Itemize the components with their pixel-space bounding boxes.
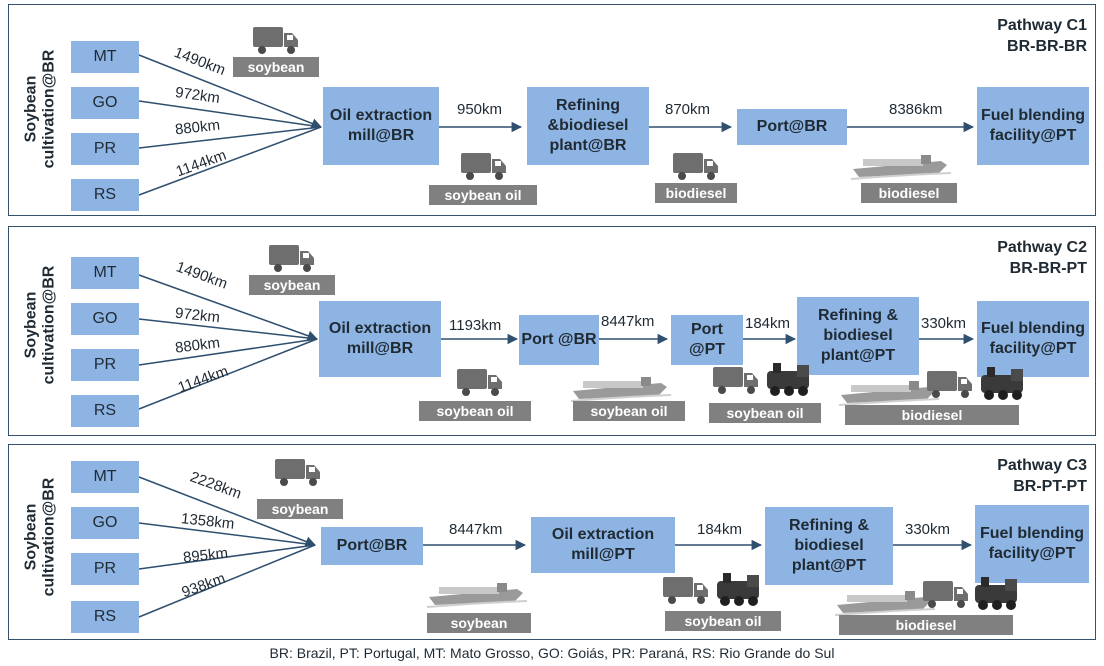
state-box-pr: PR	[71, 133, 139, 165]
side-label-line2: cultivation@BR	[40, 477, 57, 597]
pathway-route: BR-PT-PT	[1013, 478, 1087, 495]
node-port-br: Port@BR	[321, 527, 423, 565]
pathway-title: Pathway C1 BR-BR-BR	[997, 15, 1087, 57]
state-box-pr: PR	[71, 553, 139, 585]
state-box-rs: RS	[71, 601, 139, 633]
side-label-line2: cultivation@BR	[40, 265, 57, 385]
tag-biodiesel: biodiesel	[861, 183, 957, 203]
ship-icon	[427, 582, 527, 608]
train-icon	[975, 577, 1017, 610]
abbreviations-footnote: BR: Brazil, PT: Portugal, MT: Mato Gross…	[269, 645, 835, 661]
truck-icon	[673, 153, 718, 180]
node-port-br: Port@BR	[737, 109, 847, 145]
truck-icon	[663, 577, 708, 604]
state-box-rs: RS	[71, 395, 139, 427]
side-label-line1: Soybean	[22, 291, 39, 359]
ship-icon	[851, 154, 951, 180]
side-label-line1: Soybean	[22, 503, 39, 571]
node-fuel-blending: Fuel blending facility@PT	[977, 301, 1089, 377]
truck-icon	[457, 369, 502, 396]
pathway-name: Pathway C1	[997, 17, 1087, 34]
distance-label: 184km	[697, 521, 743, 538]
distance-label: 330km	[921, 315, 967, 332]
pathway-name: Pathway C2	[997, 239, 1087, 256]
tag-soybean-oil: soybean oil	[665, 611, 781, 631]
pathway-title: Pathway C2 BR-BR-PT	[997, 237, 1087, 279]
distance-label: 184km	[745, 315, 791, 332]
side-label-line1: Soybean	[22, 75, 39, 143]
truck-icon	[461, 153, 506, 180]
side-label: Soybean cultivation@BR	[15, 235, 65, 415]
truck-icon	[269, 245, 314, 272]
distance-label: 950km	[457, 101, 503, 118]
truck-icon	[275, 459, 320, 486]
state-box-go: GO	[71, 303, 139, 335]
tag-soybean-oil: soybean oil	[429, 185, 537, 205]
pathway-name: Pathway C3	[997, 457, 1087, 474]
pathway-c1-arrows	[138, 54, 975, 196]
tag-soybean: soybean	[233, 57, 319, 77]
side-label: Soybean cultivation@BR	[15, 447, 65, 627]
train-icon	[717, 573, 759, 606]
truck-icon	[923, 581, 968, 608]
distance-label: 870km	[665, 101, 711, 118]
state-box-rs: RS	[71, 179, 139, 211]
pathway-c2-panel: Soybean cultivation@BR MT GO PR RS 1490k…	[8, 226, 1096, 436]
node-fuel-blending: Fuel blending facility@PT	[975, 505, 1089, 583]
node-fuel-blending: Fuel blending facility@PT	[977, 87, 1089, 165]
tag-biodiesel: biodiesel	[655, 183, 737, 203]
node-oil-extraction-mill: Oil extraction mill@PT	[531, 517, 675, 573]
side-label: Soybean cultivation@BR	[15, 19, 65, 199]
train-icon	[767, 363, 809, 396]
state-box-go: GO	[71, 507, 139, 539]
state-box-go: GO	[71, 87, 139, 119]
node-refining-plant: Refining & biodiesel plant@PT	[797, 297, 919, 375]
truck-icon	[253, 27, 298, 54]
pathway-title: Pathway C3 BR-PT-PT	[997, 455, 1087, 497]
tag-soybean: soybean	[257, 499, 343, 519]
tag-biodiesel: biodiesel	[845, 405, 1019, 425]
node-port-br: Port @BR	[519, 315, 599, 365]
tag-biodiesel: biodiesel	[839, 615, 1013, 635]
node-oil-extraction-mill: Oil extraction mill@BR	[323, 87, 439, 165]
node-refining-plant: Refining & biodiesel plant@PT	[765, 507, 893, 585]
side-label-line2: cultivation@BR	[40, 49, 57, 169]
node-oil-extraction-mill: Oil extraction mill@BR	[319, 301, 441, 377]
state-box-pr: PR	[71, 349, 139, 381]
train-icon	[981, 367, 1023, 400]
tag-soybean: soybean	[249, 275, 335, 295]
pathway-c2-arrows	[138, 274, 975, 410]
ship-icon	[571, 376, 671, 402]
tag-soybean-oil: soybean oil	[419, 401, 531, 421]
tag-soybean-oil: soybean oil	[573, 401, 685, 421]
distance-label: 330km	[905, 521, 951, 538]
node-refining-plant: Refining &biodiesel plant@BR	[527, 87, 649, 165]
state-box-mt: MT	[71, 41, 139, 73]
distance-label: 8447km	[449, 521, 503, 538]
ship-icon	[839, 380, 939, 406]
pathway-route: BR-BR-BR	[1007, 38, 1087, 55]
tag-soybean: soybean	[427, 613, 531, 633]
distance-label: 8447km	[601, 313, 655, 330]
ship-icon	[835, 590, 935, 616]
node-port-pt: Port @PT	[671, 315, 743, 365]
pathway-c3-panel: Soybean cultivation@BR MT GO PR RS 2228k…	[8, 444, 1096, 640]
state-box-mt: MT	[71, 461, 139, 493]
tag-soybean-oil: soybean oil	[709, 403, 821, 423]
distance-label: 8386km	[889, 101, 943, 118]
truck-icon	[927, 371, 972, 398]
pathway-c3-arrows	[138, 476, 973, 618]
distance-label: 1193km	[449, 317, 502, 334]
truck-icon	[713, 367, 758, 394]
pathway-route: BR-BR-PT	[1009, 260, 1087, 277]
state-box-mt: MT	[71, 257, 139, 289]
pathway-c1-panel: Soybean cultivation@BR MT GO PR RS 1490k…	[8, 4, 1096, 216]
